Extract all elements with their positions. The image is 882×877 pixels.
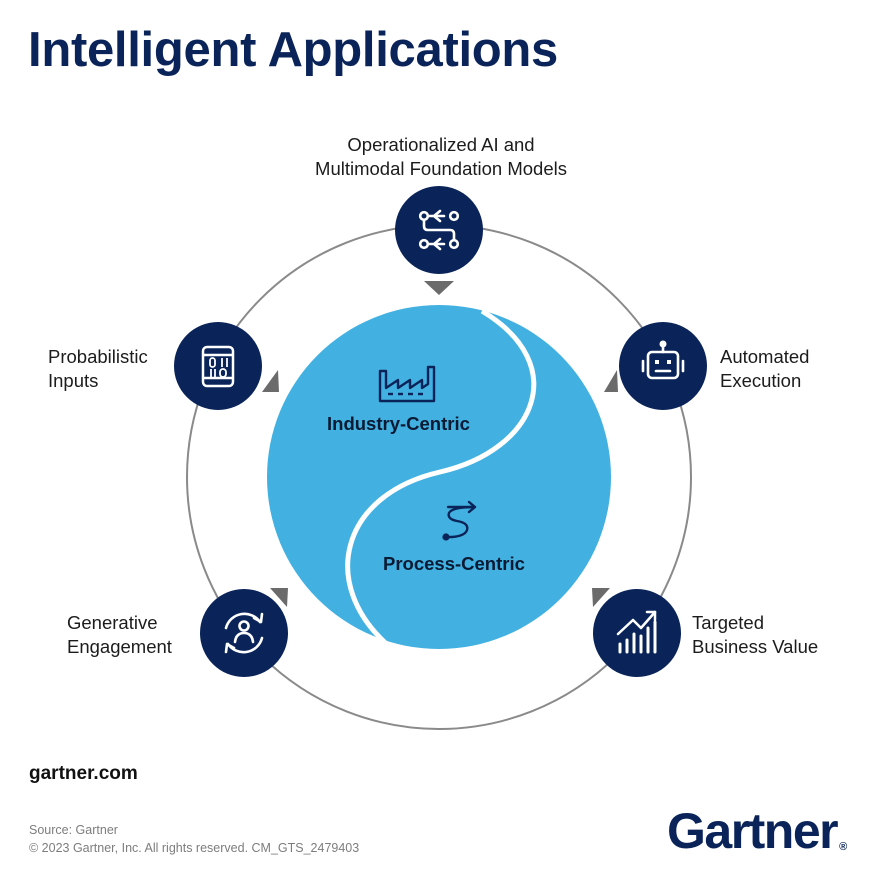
source-note: Source: Gartner [29,823,118,837]
user-cycle-icon [200,589,288,677]
arrow-marker-right-upper [604,370,618,392]
process-path-icon [442,500,477,541]
arrow-marker-left-lower [270,588,288,607]
page-title: Intelligent Applications [28,23,559,77]
node-label-targeted-business-value: Targeted Business Value [692,612,819,657]
node-label-operationalized-ai: Operationalized AI and Multimodal Founda… [315,134,567,179]
workflow-arrows-icon [395,186,483,274]
factory-icon [378,365,436,403]
binary-data-icon [174,322,262,410]
center-circle [267,305,611,649]
arrow-marker-right-lower [592,588,610,607]
node-label-generative-engagement: Generative Engagement [67,612,172,657]
growth-chart-icon [593,589,681,677]
center-label-industry: Industry-Centric [327,413,470,434]
copyright-note: © 2023 Gartner, Inc. All rights reserved… [29,841,360,855]
gartner-logo: Gartner® [667,803,848,859]
center-divider [345,308,537,649]
robot-icon [619,322,707,410]
arrow-marker-left-upper [262,370,279,392]
node-label-probabilistic-inputs: Probabilistic Inputs [48,346,148,391]
node-label-automated-execution: Automated Execution [720,346,810,391]
site-link[interactable]: gartner.com [29,763,138,784]
arrow-marker-top [424,281,454,295]
center-label-process: Process-Centric [383,553,525,574]
